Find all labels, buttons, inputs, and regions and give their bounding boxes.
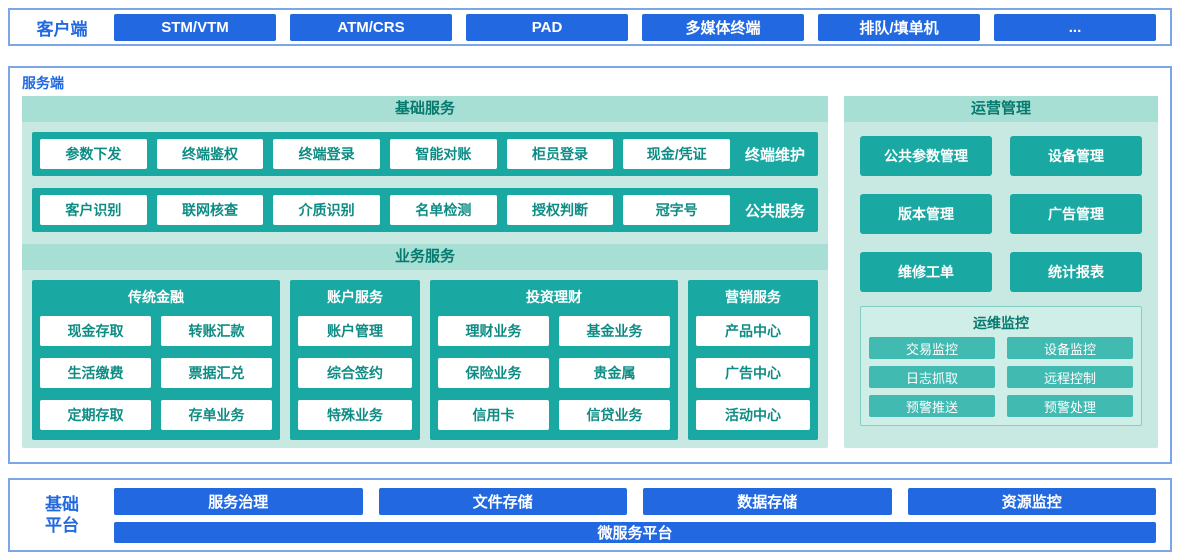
server-section: 服务端 基础服务 参数下发 终端鉴权 终端登录 智能对账 柜员登录 现金/凭证 … bbox=[8, 66, 1172, 464]
service-card: 产品中心 bbox=[696, 316, 810, 346]
group-title: 营销服务 bbox=[725, 289, 781, 305]
basic-services-title: 基础服务 bbox=[22, 96, 828, 122]
client-terminal-box: 排队/填单机 bbox=[818, 13, 980, 41]
group-investment: 投资理财 理财业务 基金业务 保险业务 贵金属 信用卡 信贷业务 bbox=[430, 280, 678, 440]
row-label: 公共服务 bbox=[745, 202, 806, 220]
group-grid: 现金存取 转账汇款 生活缴费 票据汇兑 定期存取 存单业务 bbox=[40, 316, 272, 430]
service-card: 终端登录 bbox=[273, 139, 381, 169]
service-card: 终端鉴权 bbox=[156, 139, 264, 169]
business-services-title: 业务服务 bbox=[22, 244, 828, 270]
platform-row: 服务治理 文件存储 数据存储 资源监控 bbox=[114, 487, 1156, 515]
monitoring-box: 交易监控 bbox=[869, 337, 995, 359]
service-card: 广告中心 bbox=[696, 358, 810, 388]
platform-content: 服务治理 文件存储 数据存储 资源监控 微服务平台 bbox=[114, 487, 1156, 543]
group-marketing: 营销服务 产品中心 广告中心 活动中心 bbox=[688, 280, 818, 440]
service-card: 参数下发 bbox=[40, 139, 147, 169]
group-grid: 账户管理 综合签约 特殊业务 bbox=[298, 316, 412, 430]
service-card: 基金业务 bbox=[559, 316, 670, 346]
client-terminal-row: STM/VTM ATM/CRS PAD 多媒体终端 排队/填单机 ... bbox=[114, 13, 1156, 41]
monitoring-panel: 运维监控 交易监控 设备监控 日志抓取 远程控制 预警推送 预警处理 bbox=[860, 306, 1142, 426]
operations-box: 版本管理 bbox=[860, 194, 992, 234]
server-content: 基础服务 参数下发 终端鉴权 终端登录 智能对账 柜员登录 现金/凭证 终端维护… bbox=[22, 96, 1158, 448]
service-card: 信贷业务 bbox=[559, 400, 670, 430]
business-groups: 传统金融 现金存取 转账汇款 生活缴费 票据汇兑 定期存取 存单业务 账户服务 bbox=[32, 280, 818, 440]
client-section: 客户端 STM/VTM ATM/CRS PAD 多媒体终端 排队/填单机 ... bbox=[8, 8, 1172, 46]
client-terminal-box: ... bbox=[994, 13, 1156, 41]
service-card: 冠字号 bbox=[623, 195, 731, 225]
service-card: 活动中心 bbox=[696, 400, 810, 430]
platform-section-label: 基础平台 bbox=[45, 494, 79, 535]
service-card: 生活缴费 bbox=[40, 358, 151, 388]
service-card: 授权判断 bbox=[506, 195, 614, 225]
operations-box: 公共参数管理 bbox=[860, 136, 992, 176]
monitoring-box: 远程控制 bbox=[1007, 366, 1133, 388]
service-card: 智能对账 bbox=[390, 139, 497, 169]
monitoring-box: 设备监控 bbox=[1007, 337, 1133, 359]
operations-box: 广告管理 bbox=[1010, 194, 1142, 234]
monitoring-grid: 交易监控 设备监控 日志抓取 远程控制 预警推送 预警处理 bbox=[869, 337, 1133, 417]
platform-box: 资源监控 bbox=[907, 487, 1156, 515]
service-card: 特殊业务 bbox=[298, 400, 412, 430]
service-card: 现金存取 bbox=[40, 316, 151, 346]
service-card: 贵金属 bbox=[559, 358, 670, 388]
service-card: 现金/凭证 bbox=[623, 139, 731, 169]
group-title: 投资理财 bbox=[526, 289, 582, 305]
monitoring-box: 日志抓取 bbox=[869, 366, 995, 388]
service-card: 介质识别 bbox=[273, 195, 381, 225]
client-terminal-box: ATM/CRS bbox=[290, 13, 452, 41]
client-terminal-box: STM/VTM bbox=[114, 13, 276, 41]
operations-box: 统计报表 bbox=[1010, 252, 1142, 292]
service-card: 综合签约 bbox=[298, 358, 412, 388]
service-card: 联网核查 bbox=[156, 195, 264, 225]
client-section-label: 客户端 bbox=[36, 19, 88, 39]
service-card: 存单业务 bbox=[161, 400, 272, 430]
service-card: 客户识别 bbox=[40, 195, 147, 225]
row-label: 终端维护 bbox=[745, 146, 806, 164]
platform-box: 数据存储 bbox=[643, 487, 892, 515]
monitoring-box: 预警推送 bbox=[869, 395, 995, 417]
group-grid: 理财业务 基金业务 保险业务 贵金属 信用卡 信贷业务 bbox=[438, 316, 670, 430]
public-services-row: 客户识别 联网核查 介质识别 名单检测 授权判断 冠字号 公共服务 bbox=[32, 188, 818, 232]
services-panel: 基础服务 参数下发 终端鉴权 终端登录 智能对账 柜员登录 现金/凭证 终端维护… bbox=[22, 96, 828, 448]
terminal-maintenance-row: 参数下发 终端鉴权 终端登录 智能对账 柜员登录 现金/凭证 终端维护 bbox=[32, 132, 818, 176]
client-terminal-box: 多媒体终端 bbox=[642, 13, 804, 41]
group-traditional-finance: 传统金融 现金存取 转账汇款 生活缴费 票据汇兑 定期存取 存单业务 bbox=[32, 280, 280, 440]
operations-box: 设备管理 bbox=[1010, 136, 1142, 176]
group-account-services: 账户服务 账户管理 综合签约 特殊业务 bbox=[290, 280, 420, 440]
platform-label-wrap: 基础平台 bbox=[10, 494, 114, 537]
service-card: 账户管理 bbox=[298, 316, 412, 346]
service-card: 转账汇款 bbox=[161, 316, 272, 346]
service-card: 信用卡 bbox=[438, 400, 549, 430]
monitoring-box: 预警处理 bbox=[1007, 395, 1133, 417]
operations-title: 运营管理 bbox=[844, 96, 1158, 122]
group-title: 传统金融 bbox=[128, 289, 184, 305]
monitoring-title: 运维监控 bbox=[973, 315, 1029, 331]
service-card: 定期存取 bbox=[40, 400, 151, 430]
service-card: 理财业务 bbox=[438, 316, 549, 346]
client-terminal-box: PAD bbox=[466, 13, 628, 41]
operations-grid: 公共参数管理 设备管理 版本管理 广告管理 维修工单 统计报表 bbox=[860, 136, 1142, 292]
platform-box: 服务治理 bbox=[114, 487, 363, 515]
platform-box: 文件存储 bbox=[378, 487, 627, 515]
group-title: 账户服务 bbox=[327, 289, 383, 305]
operations-box: 维修工单 bbox=[860, 252, 992, 292]
server-section-label: 服务端 bbox=[22, 75, 64, 91]
service-card: 票据汇兑 bbox=[161, 358, 272, 388]
service-card: 柜员登录 bbox=[506, 139, 614, 169]
group-grid: 产品中心 广告中心 活动中心 bbox=[696, 316, 810, 430]
service-card: 名单检测 bbox=[390, 195, 497, 225]
platform-section: 基础平台 服务治理 文件存储 数据存储 资源监控 微服务平台 bbox=[8, 478, 1172, 552]
operations-panel: 运营管理 公共参数管理 设备管理 版本管理 广告管理 维修工单 统计报表 运维监… bbox=[844, 96, 1158, 448]
service-card: 保险业务 bbox=[438, 358, 549, 388]
microservice-platform-box: 微服务平台 bbox=[114, 521, 1156, 543]
